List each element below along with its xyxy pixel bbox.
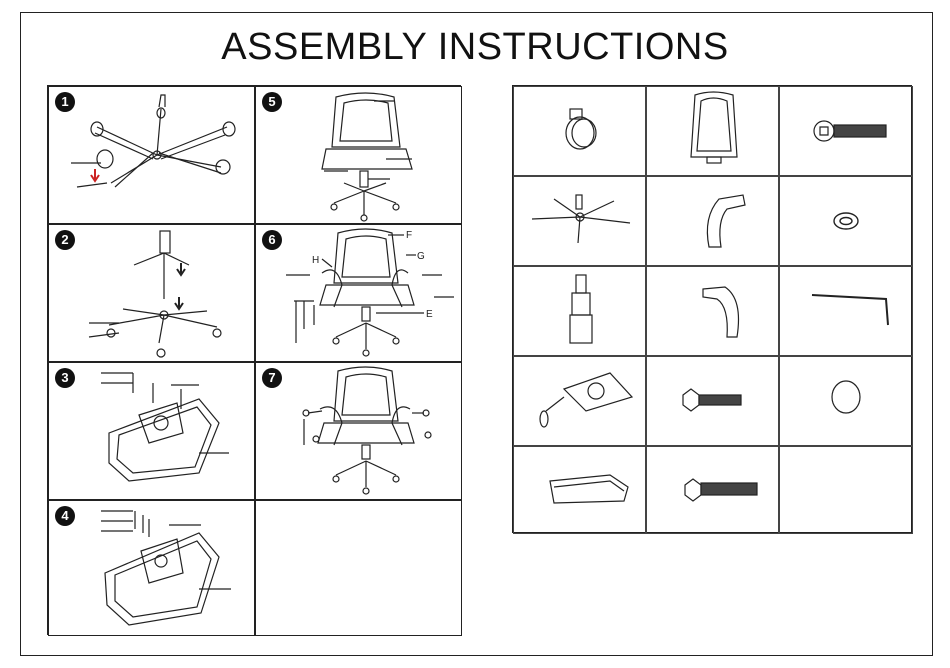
seat-mechanism-icon xyxy=(514,357,647,447)
step-4: 4 xyxy=(48,500,255,636)
seat-cushion-icon xyxy=(514,447,647,535)
step-2: 2 xyxy=(48,224,255,362)
part-label-e: E xyxy=(426,309,433,320)
part-caster-wheel xyxy=(513,86,646,176)
step-2-illustration xyxy=(49,225,256,363)
part-seat-mechanism xyxy=(513,356,646,446)
part-backrest xyxy=(646,86,779,176)
part-label-h: H xyxy=(312,255,319,266)
part-end-cap xyxy=(779,356,913,446)
spring-washer-icon xyxy=(780,177,914,267)
step-empty-cell xyxy=(255,500,462,636)
caster-wheel-icon xyxy=(514,87,647,177)
end-cap-icon xyxy=(780,357,914,447)
backrest-icon xyxy=(647,87,780,177)
part-short-bolt xyxy=(646,356,779,446)
short-bolt-icon xyxy=(647,357,780,447)
parts-panel xyxy=(512,85,912,533)
part-long-bolt xyxy=(646,446,779,534)
part-seat-cushion xyxy=(513,446,646,534)
part-label-f: F xyxy=(406,230,412,241)
step-1-illustration xyxy=(49,87,256,225)
page-title: ASSEMBLY INSTRUCTIONS xyxy=(0,26,950,69)
step-3-illustration xyxy=(49,363,256,501)
part-star-base xyxy=(513,176,646,266)
allen-key-icon xyxy=(780,267,914,357)
part-allen-key xyxy=(779,266,913,356)
step-4-illustration xyxy=(49,501,256,637)
star-base-icon xyxy=(514,177,647,267)
step-5-illustration xyxy=(256,87,463,225)
part-gas-cylinder xyxy=(513,266,646,356)
step-7: 7 xyxy=(255,362,462,500)
long-bolt-icon xyxy=(647,447,780,535)
step-6-illustration: F G H E xyxy=(256,225,463,363)
part-hex-bolt xyxy=(779,86,913,176)
steps-panel: 1 2 xyxy=(47,85,461,635)
armrest-right-icon xyxy=(647,267,780,357)
armrest-left-icon xyxy=(647,177,780,267)
step-1: 1 xyxy=(48,86,255,224)
gas-cylinder-icon xyxy=(514,267,647,357)
step-6: 6 F G H E xyxy=(255,224,462,362)
hex-bolt-icon xyxy=(780,87,914,177)
part-armrest-left xyxy=(646,176,779,266)
part-armrest-right xyxy=(646,266,779,356)
part-label-g: G xyxy=(417,251,425,262)
step-5: 5 xyxy=(255,86,462,224)
part-spring-washer xyxy=(779,176,913,266)
step-7-illustration xyxy=(256,363,463,501)
step-3: 3 xyxy=(48,362,255,500)
part-empty-cell xyxy=(779,446,913,534)
